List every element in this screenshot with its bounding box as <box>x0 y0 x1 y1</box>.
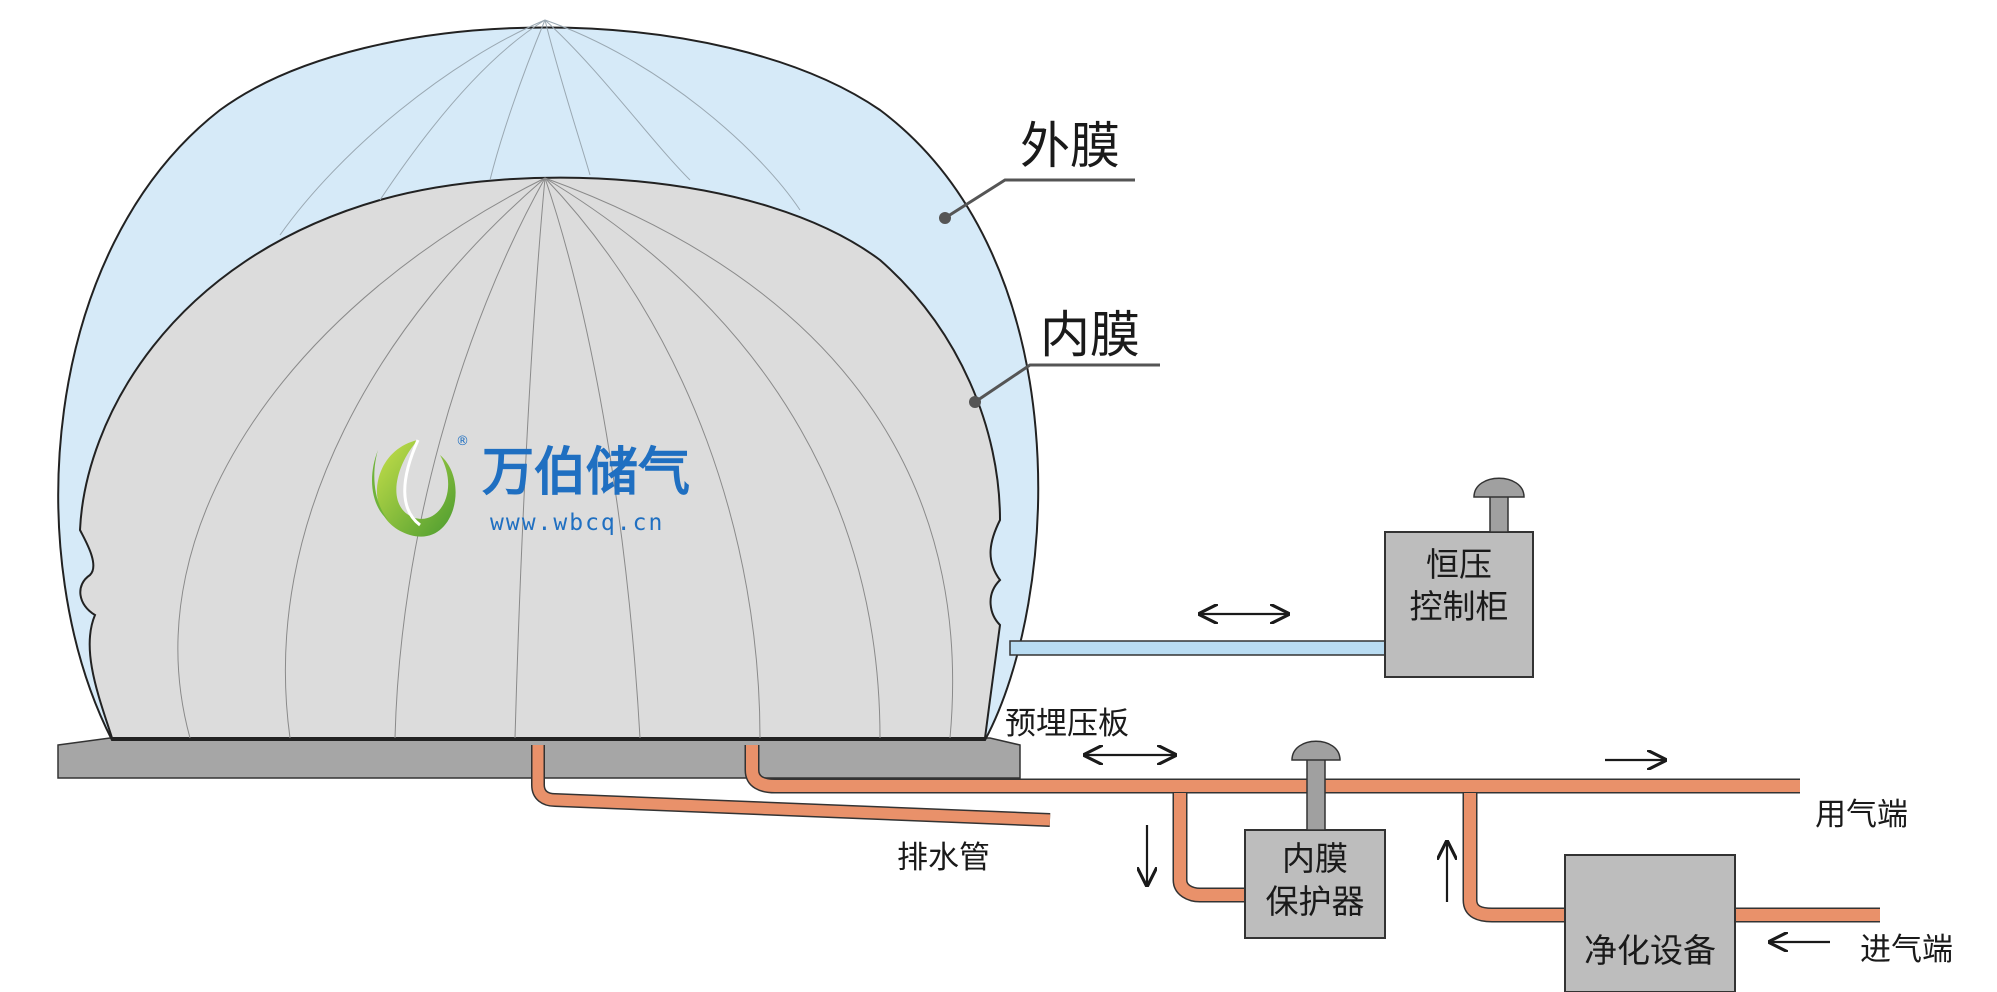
gas-outlet-label: 用气端 <box>1815 797 1908 833</box>
main-gas-pipe <box>744 745 1800 794</box>
protector-label-line2: 保护器 <box>1266 882 1365 921</box>
inner-seams <box>177 177 954 739</box>
brand-logo: ® 万伯储气 www.wbcq.cn <box>372 434 690 537</box>
leaf-logo-icon <box>372 439 456 537</box>
vent-cap-icon <box>1473 477 1525 533</box>
pressure-control-cabinet: 恒压 控制柜 <box>1384 477 1534 678</box>
outer-seams <box>279 19 801 236</box>
leader-lines <box>944 178 1160 404</box>
cabinet-label-line2: 控制柜 <box>1410 587 1509 626</box>
outer-membrane-marker <box>939 212 951 224</box>
registered-mark: ® <box>456 434 469 449</box>
purifier-label: 净化设备 <box>1584 931 1716 970</box>
embedded-plate-label: 预埋压板 <box>1005 706 1129 742</box>
flow-arrows <box>1085 614 1830 942</box>
protector-label-line1: 内膜 <box>1282 839 1348 878</box>
inner-membrane-label: 内膜 <box>1040 306 1140 364</box>
protector-branch-pipe <box>1172 793 1245 903</box>
outer-membrane-label: 外膜 <box>1020 117 1120 175</box>
inner-membrane <box>78 176 1002 739</box>
vent-cap-icon <box>1291 740 1341 831</box>
purifier-unit: 净化设备 <box>1564 854 1736 992</box>
purifier-branch-pipe <box>1462 793 1880 923</box>
cabinet-label-line1: 恒压 <box>1426 545 1492 584</box>
brand-url: www.wbcq.cn <box>490 510 664 536</box>
inner-membrane-marker <box>969 396 981 408</box>
pressure-pipe <box>1009 640 1386 656</box>
drain-pipe-label: 排水管 <box>897 840 990 876</box>
brand-name: 万伯储气 <box>482 443 690 503</box>
membrane-protector: 内膜 保护器 <box>1244 740 1386 939</box>
gas-inlet-label: 进气端 <box>1860 932 1953 968</box>
